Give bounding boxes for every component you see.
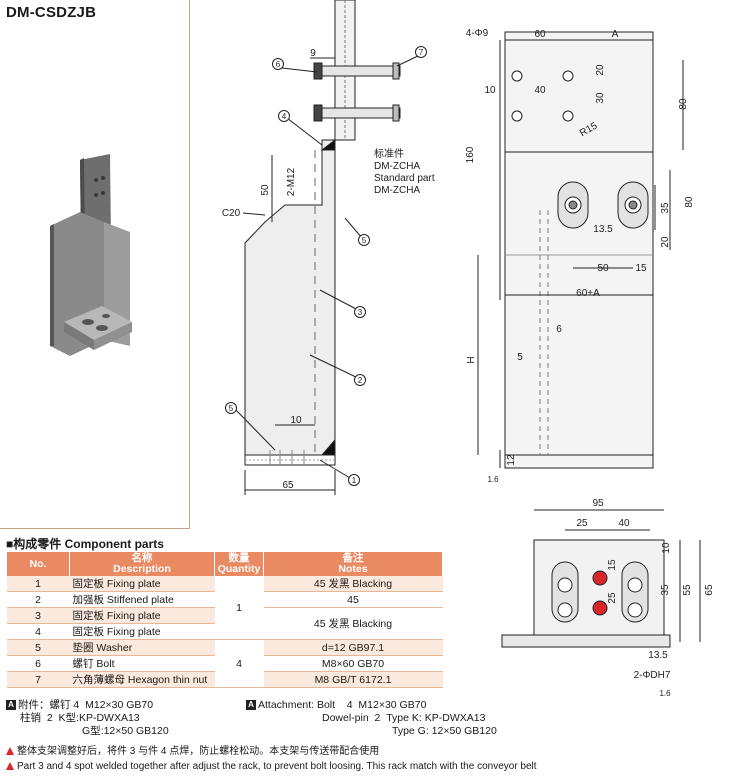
dim-holes: 4-Φ9 [466, 28, 489, 39]
dim-slot-20: 20 [660, 236, 671, 248]
plan-dim-65: 65 [704, 584, 715, 596]
roughness-front: 1.6 [487, 475, 499, 484]
dim-m12-callout: 2-M12 [286, 167, 297, 196]
dim-h40: 40 [534, 85, 546, 96]
plan-view-drawing: 95 25 40 10 15 25 35 55 65 13.5 2-ΦDH7 1… [501, 498, 715, 698]
dim-slot-spacing: 50 [597, 263, 609, 274]
plan-dim-55: 55 [682, 584, 693, 596]
callout-2: 2 [358, 376, 363, 385]
dim-flange-5: 5 [517, 352, 523, 363]
plan-dowel-callout: 2-ΦDH7 [634, 670, 671, 681]
note-en: Part 3 and 4 spot welded together after … [6, 760, 537, 773]
plan-dim-15: 15 [607, 559, 618, 571]
dim-height-h: H [466, 356, 477, 363]
isometric-render [50, 154, 132, 356]
dim-web-gap: 10 [290, 415, 302, 426]
warning-icon [6, 747, 14, 755]
plan-dim-25b: 25 [607, 592, 618, 604]
side-view-drawing: 9 50 2-M12 C20 10 65 6 7 4 5 3 2 5 1 标准件… [222, 0, 435, 495]
callout-5: 5 [362, 236, 367, 245]
dim-v30: 30 [595, 92, 606, 104]
attachment-badge: A [6, 700, 16, 710]
callout-1: 1 [352, 476, 357, 485]
dim-h10: 10 [484, 85, 496, 96]
dim-width-60a: 60+A [576, 288, 600, 299]
dim-base-12: 12 [506, 454, 517, 466]
callout-3: 3 [358, 308, 363, 317]
model-title: DM-CSDZJB [6, 4, 97, 21]
dim-slot-35: 35 [660, 202, 671, 214]
dim-base-width: 65 [282, 480, 294, 491]
callout-5b: 5 [229, 404, 234, 413]
dim-slot-15: 15 [635, 263, 647, 274]
plan-dim-40: 40 [618, 518, 630, 529]
standard-part-line4: DM-ZCHA [374, 185, 420, 196]
dim-top-spacing: 60 [534, 29, 546, 40]
callout-7: 7 [419, 48, 424, 57]
plan-dim-95: 95 [592, 498, 604, 509]
dim-total-80: 80 [678, 98, 689, 110]
callout-6: 6 [276, 60, 281, 69]
components-heading: ■构成零件 Component parts [6, 537, 164, 551]
dim-top-offset: 9 [310, 48, 316, 59]
dim-slot-offset: 13.5 [593, 224, 613, 235]
dim-v20: 20 [595, 64, 606, 76]
dim-top-a: A [612, 29, 619, 40]
note-cn: 整体支架调整好后，将件 3 与件 4 点焊，防止螺栓松动。本支架与传送带配合使用 [6, 745, 379, 758]
qty-group-b: 4 [214, 639, 264, 688]
col-no: No. [6, 552, 70, 576]
standard-part-line2: DM-ZCHA [374, 161, 420, 172]
dim-height-160: 160 [465, 146, 476, 163]
plan-dim-10: 10 [661, 542, 672, 554]
standard-part-line3: Standard part [374, 173, 435, 184]
roughness-plan: 1.6 [659, 689, 671, 698]
qty-group-a: 1 [214, 576, 264, 640]
isometric-panel [0, 0, 190, 529]
plan-dim-13-5: 13.5 [648, 650, 668, 661]
dim-slot-80: 80 [684, 196, 695, 208]
warning-icon [6, 762, 14, 770]
dim-flange-6: 6 [556, 324, 562, 335]
plan-dim-25: 25 [576, 518, 588, 529]
front-view-drawing: 4-Φ9 60 A 20 30 40 10 80 R15 160 80 35 2… [465, 28, 695, 484]
callout-4: 4 [282, 112, 287, 121]
dim-chamfer: C20 [222, 208, 241, 219]
standard-part-line1: 标准件 [374, 148, 404, 160]
plan-dim-35: 35 [660, 584, 671, 596]
dim-bolt-height: 50 [260, 184, 271, 196]
